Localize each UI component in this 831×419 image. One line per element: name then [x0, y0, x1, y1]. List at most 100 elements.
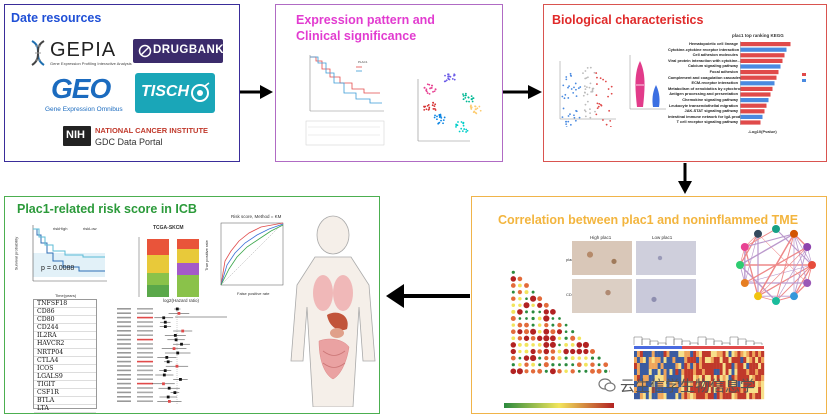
heatmap-cell — [666, 375, 670, 382]
capsule-icon — [138, 44, 152, 58]
heatmap-cell — [690, 381, 694, 388]
forest-row-label — [117, 369, 131, 372]
correlation-cell — [589, 348, 596, 355]
gene-name: ICOS — [34, 365, 96, 373]
correlation-cell — [557, 356, 562, 361]
heatmap-cell — [699, 375, 703, 382]
heatmap-cell — [752, 369, 756, 376]
volcano-point — [607, 95, 609, 98]
kegg-pathway-label: Hematopoietic cell lineage — [689, 41, 738, 46]
volcano-point — [565, 120, 567, 123]
forest-point — [175, 364, 179, 368]
umap-point — [447, 73, 450, 76]
correlation-cell — [583, 348, 589, 355]
heatmap-cell — [719, 357, 723, 364]
kegg-bar — [740, 53, 785, 58]
heatmap-cell — [716, 393, 720, 400]
heatmap-cell — [701, 393, 706, 400]
forest-row-label — [117, 347, 131, 350]
forest-row-label — [117, 330, 131, 332]
heatmap-cell — [728, 363, 732, 370]
correlation-cell — [543, 315, 550, 322]
panel-title: Plac1-related risk score in ICB — [17, 202, 197, 216]
forest-row-value — [137, 387, 153, 389]
correlation-cell — [516, 368, 523, 375]
kegg-pathway-label: Calcium signaling pathway — [688, 63, 738, 69]
umap-point — [449, 75, 452, 78]
heatmap-cell — [696, 375, 700, 382]
heatmap-cell — [666, 357, 670, 364]
volcano-point — [594, 110, 596, 113]
forest-point — [163, 369, 167, 372]
correlation-cell — [571, 363, 575, 367]
heatmap-cell — [636, 375, 641, 382]
arrow-right-icon — [503, 85, 542, 99]
kegg-bar-chart — [740, 41, 791, 125]
tisch-mark-icon — [191, 82, 210, 102]
correlation-cell — [524, 362, 529, 367]
heatmap-cell — [716, 369, 720, 376]
heatmap-cell — [710, 387, 714, 394]
correlation-cell — [543, 335, 550, 342]
kegg-pathway-label: Cell adhesion molecules — [692, 52, 738, 58]
heatmap-cell — [660, 357, 664, 364]
correlation-cell — [556, 329, 563, 335]
heatmap-cell — [645, 381, 649, 388]
network-edge — [793, 246, 808, 297]
heatmap-cell — [645, 393, 649, 400]
heatmap-cell — [749, 387, 753, 394]
dendrogram-branch — [697, 336, 707, 345]
heatmap-cell — [725, 393, 729, 400]
network-node — [772, 225, 780, 233]
heatmap-cell — [642, 375, 647, 382]
panel-date-resources: Date resources GEPIA Gene Expression Pro… — [4, 4, 240, 162]
kegg-pathway-label: Chemokine signaling pathway — [682, 96, 738, 102]
heatmap-cell — [645, 357, 649, 364]
umap-point — [465, 128, 468, 131]
heatmap-cell — [749, 393, 753, 400]
correlation-cell — [570, 348, 576, 355]
panel-biological-characteristics: Biological characteristics plac1 top ran… — [543, 4, 827, 162]
correlation-cell — [537, 368, 543, 374]
kegg-pathway-label: Cytokine-cytokine receptor interaction — [668, 46, 740, 52]
panel-risk-score: Plac1-related risk score in ICB riskHigh… — [4, 196, 380, 414]
correlation-cell — [530, 335, 536, 341]
umap-point — [433, 116, 436, 119]
forest-row-label — [117, 321, 131, 323]
volcano-point — [587, 76, 589, 79]
forest-row-label — [117, 312, 131, 314]
correlation-cell — [530, 295, 537, 302]
heatmap-cell — [669, 381, 673, 388]
heatmap-cell — [725, 351, 729, 358]
correlation-cell — [557, 322, 562, 328]
panel-title-line2: Clinical significance — [296, 29, 417, 43]
correlation-cell — [524, 369, 529, 374]
heatmap-cell — [749, 357, 753, 364]
heatmap-cell — [639, 351, 644, 358]
kegg-bar — [740, 75, 777, 80]
volcano-point — [583, 91, 586, 94]
heatmap-cell — [755, 363, 759, 370]
heatmap-cell — [710, 393, 714, 400]
heatmap-cell — [636, 369, 641, 376]
volcano-point — [584, 88, 587, 91]
km-ylabel: Survival probability — [13, 236, 19, 271]
heatmap-cell — [663, 357, 667, 364]
network-node — [790, 292, 798, 301]
heatmap-cell — [684, 369, 688, 376]
correlation-cell — [510, 329, 516, 335]
drugbank-name: DRUGBANK — [153, 44, 225, 56]
forest-row-value — [137, 352, 153, 354]
volcano-point — [596, 107, 599, 110]
correlation-cell — [524, 290, 529, 295]
correlation-cell — [537, 323, 542, 327]
heatmap-cell — [690, 375, 694, 382]
heatmap-cell — [752, 357, 756, 364]
heatmap-cell — [704, 387, 709, 394]
network-node — [790, 229, 798, 238]
arrow-right-icon — [240, 85, 273, 99]
correlation-cell — [531, 303, 535, 308]
heatmap-cell — [716, 387, 720, 394]
correlation-cell — [511, 323, 516, 327]
dendrogram-branch — [689, 342, 699, 345]
